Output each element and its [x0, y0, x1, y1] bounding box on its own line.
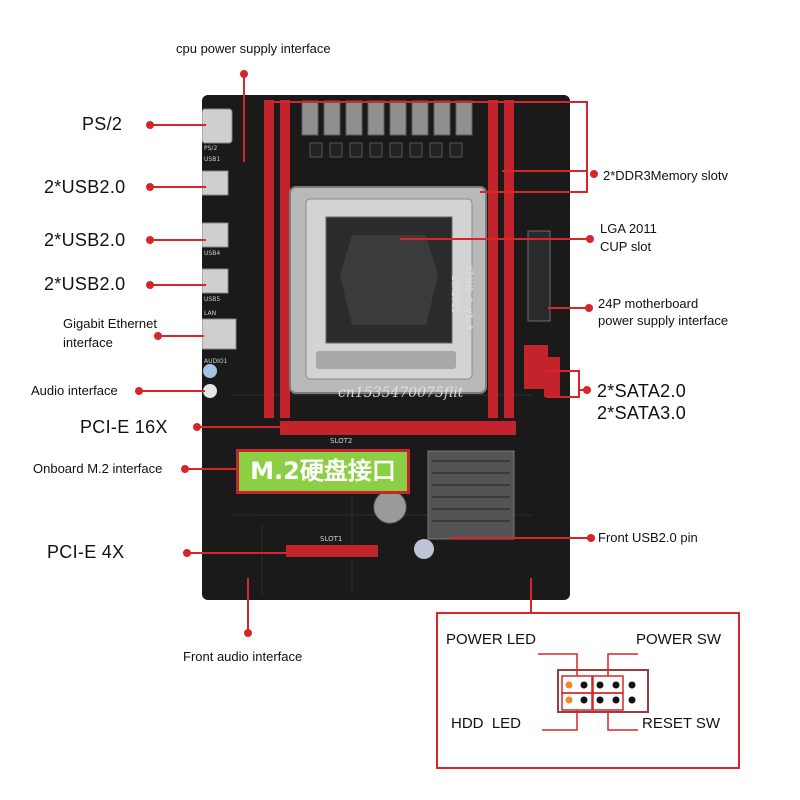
callout-line-cpu-power [243, 74, 245, 162]
label-m2: Onboard M.2 interface [33, 461, 163, 476]
callout-line-atx24 [548, 307, 588, 309]
callout-line-usb-c [150, 284, 206, 286]
port-usb1-label: USB1 [204, 156, 220, 163]
callout-dot-front-audio [244, 629, 252, 637]
label-cpu-power: cpu power supply interface [176, 41, 331, 56]
label-pcie4: PCI-E 4X [47, 542, 125, 562]
port-usb4-label: USB4 [204, 250, 220, 257]
callout-line-pcie16 [197, 426, 283, 428]
slot1-label: SLOT1 [320, 535, 342, 543]
callout-line-front-audio [247, 578, 249, 632]
label-sata2: 2*SATA2.0 [597, 381, 687, 401]
label-front-audio: Front audio interface [183, 649, 303, 664]
callout-dot-lga [586, 235, 594, 243]
panel-label-power-led: POWER LED [446, 631, 537, 648]
callout-line-sata-bot [546, 396, 580, 398]
callout-line-sata-vert [578, 370, 580, 398]
callout-dot-sata [583, 386, 591, 394]
front-panel-pin-diagram: POWER LED POWER SW HDD LED RESET SW [436, 612, 740, 769]
port-usb5-label: USB5 [204, 296, 220, 303]
label-usb-b: 2*USB2.0 [44, 230, 126, 250]
watermark: cn1535470075flit [338, 385, 464, 401]
motherboard-graphic: LGA2011 X79M2-Q V1.0 SLOT2 SLOT1 PS/2 US… [202, 100, 560, 595]
callout-line-ethernet [158, 335, 204, 337]
callout-line-sata-top [546, 370, 580, 372]
label-atx24: 24P motherboard power supply interface [598, 296, 729, 328]
callout-line-panel [530, 578, 532, 614]
label-usb-c: 2*USB2.0 [44, 274, 126, 294]
label-ps2: PS/2 [82, 114, 123, 134]
label-sata3: 2*SATA3.0 [597, 403, 687, 423]
panel-label-power-sw: POWER SW [636, 631, 721, 648]
callout-dot-ddr3 [590, 170, 598, 178]
callout-line-pcie4 [187, 552, 287, 554]
label-front-usb: Front USB2.0 pin [598, 530, 698, 545]
panel-label-reset-sw: RESET SW [642, 715, 721, 732]
callout-line-ddr3-vert [586, 101, 588, 193]
motherboard-board: LGA2011 X79M2-Q V1.0 SLOT2 SLOT1 PS/2 US… [202, 95, 570, 600]
label-usb-a: 2*USB2.0 [44, 177, 126, 197]
port-ps2-label: PS/2 [204, 145, 217, 152]
callout-dot-front-usb [587, 534, 595, 542]
label-ddr3: 2*DDR3Memory slotv [603, 168, 728, 183]
label-pcie16: PCI-E 16X [80, 417, 168, 437]
label-ethernet: Gigabit Ethernet interface [63, 316, 157, 350]
board-model-version-label: X79M2-Q V1.0 [463, 265, 473, 330]
callout-line-m2 [185, 468, 237, 470]
callout-line-ps2 [150, 124, 206, 126]
panel-label-hdd-led: HDD LED [451, 715, 522, 732]
callout-line-ddr3-bot [480, 191, 588, 193]
label-audio: Audio interface [31, 383, 118, 398]
slot2-label: SLOT2 [330, 437, 352, 445]
callout-line-lga [400, 238, 590, 240]
m2-interface-banner: M.2硬盘接口 [236, 449, 410, 494]
port-lan-label: LAN [204, 310, 216, 317]
callout-line-usb-a [150, 186, 206, 188]
callout-line-ddr3-top [272, 101, 588, 103]
callout-line-front-usb [450, 537, 590, 539]
port-audio-label: AUDIO1 [204, 358, 228, 365]
callout-dot-atx24 [585, 304, 593, 312]
callout-line-audio [139, 390, 205, 392]
board-model-label: LGA2011 [449, 275, 459, 313]
callout-line-ddr3-mid [502, 170, 588, 172]
front-panel-pins-graphic [538, 653, 649, 731]
callout-line-sata-join [578, 389, 586, 391]
callout-line-usb-b [150, 239, 206, 241]
label-lga: LGA 2011 CUP slot [600, 221, 657, 254]
